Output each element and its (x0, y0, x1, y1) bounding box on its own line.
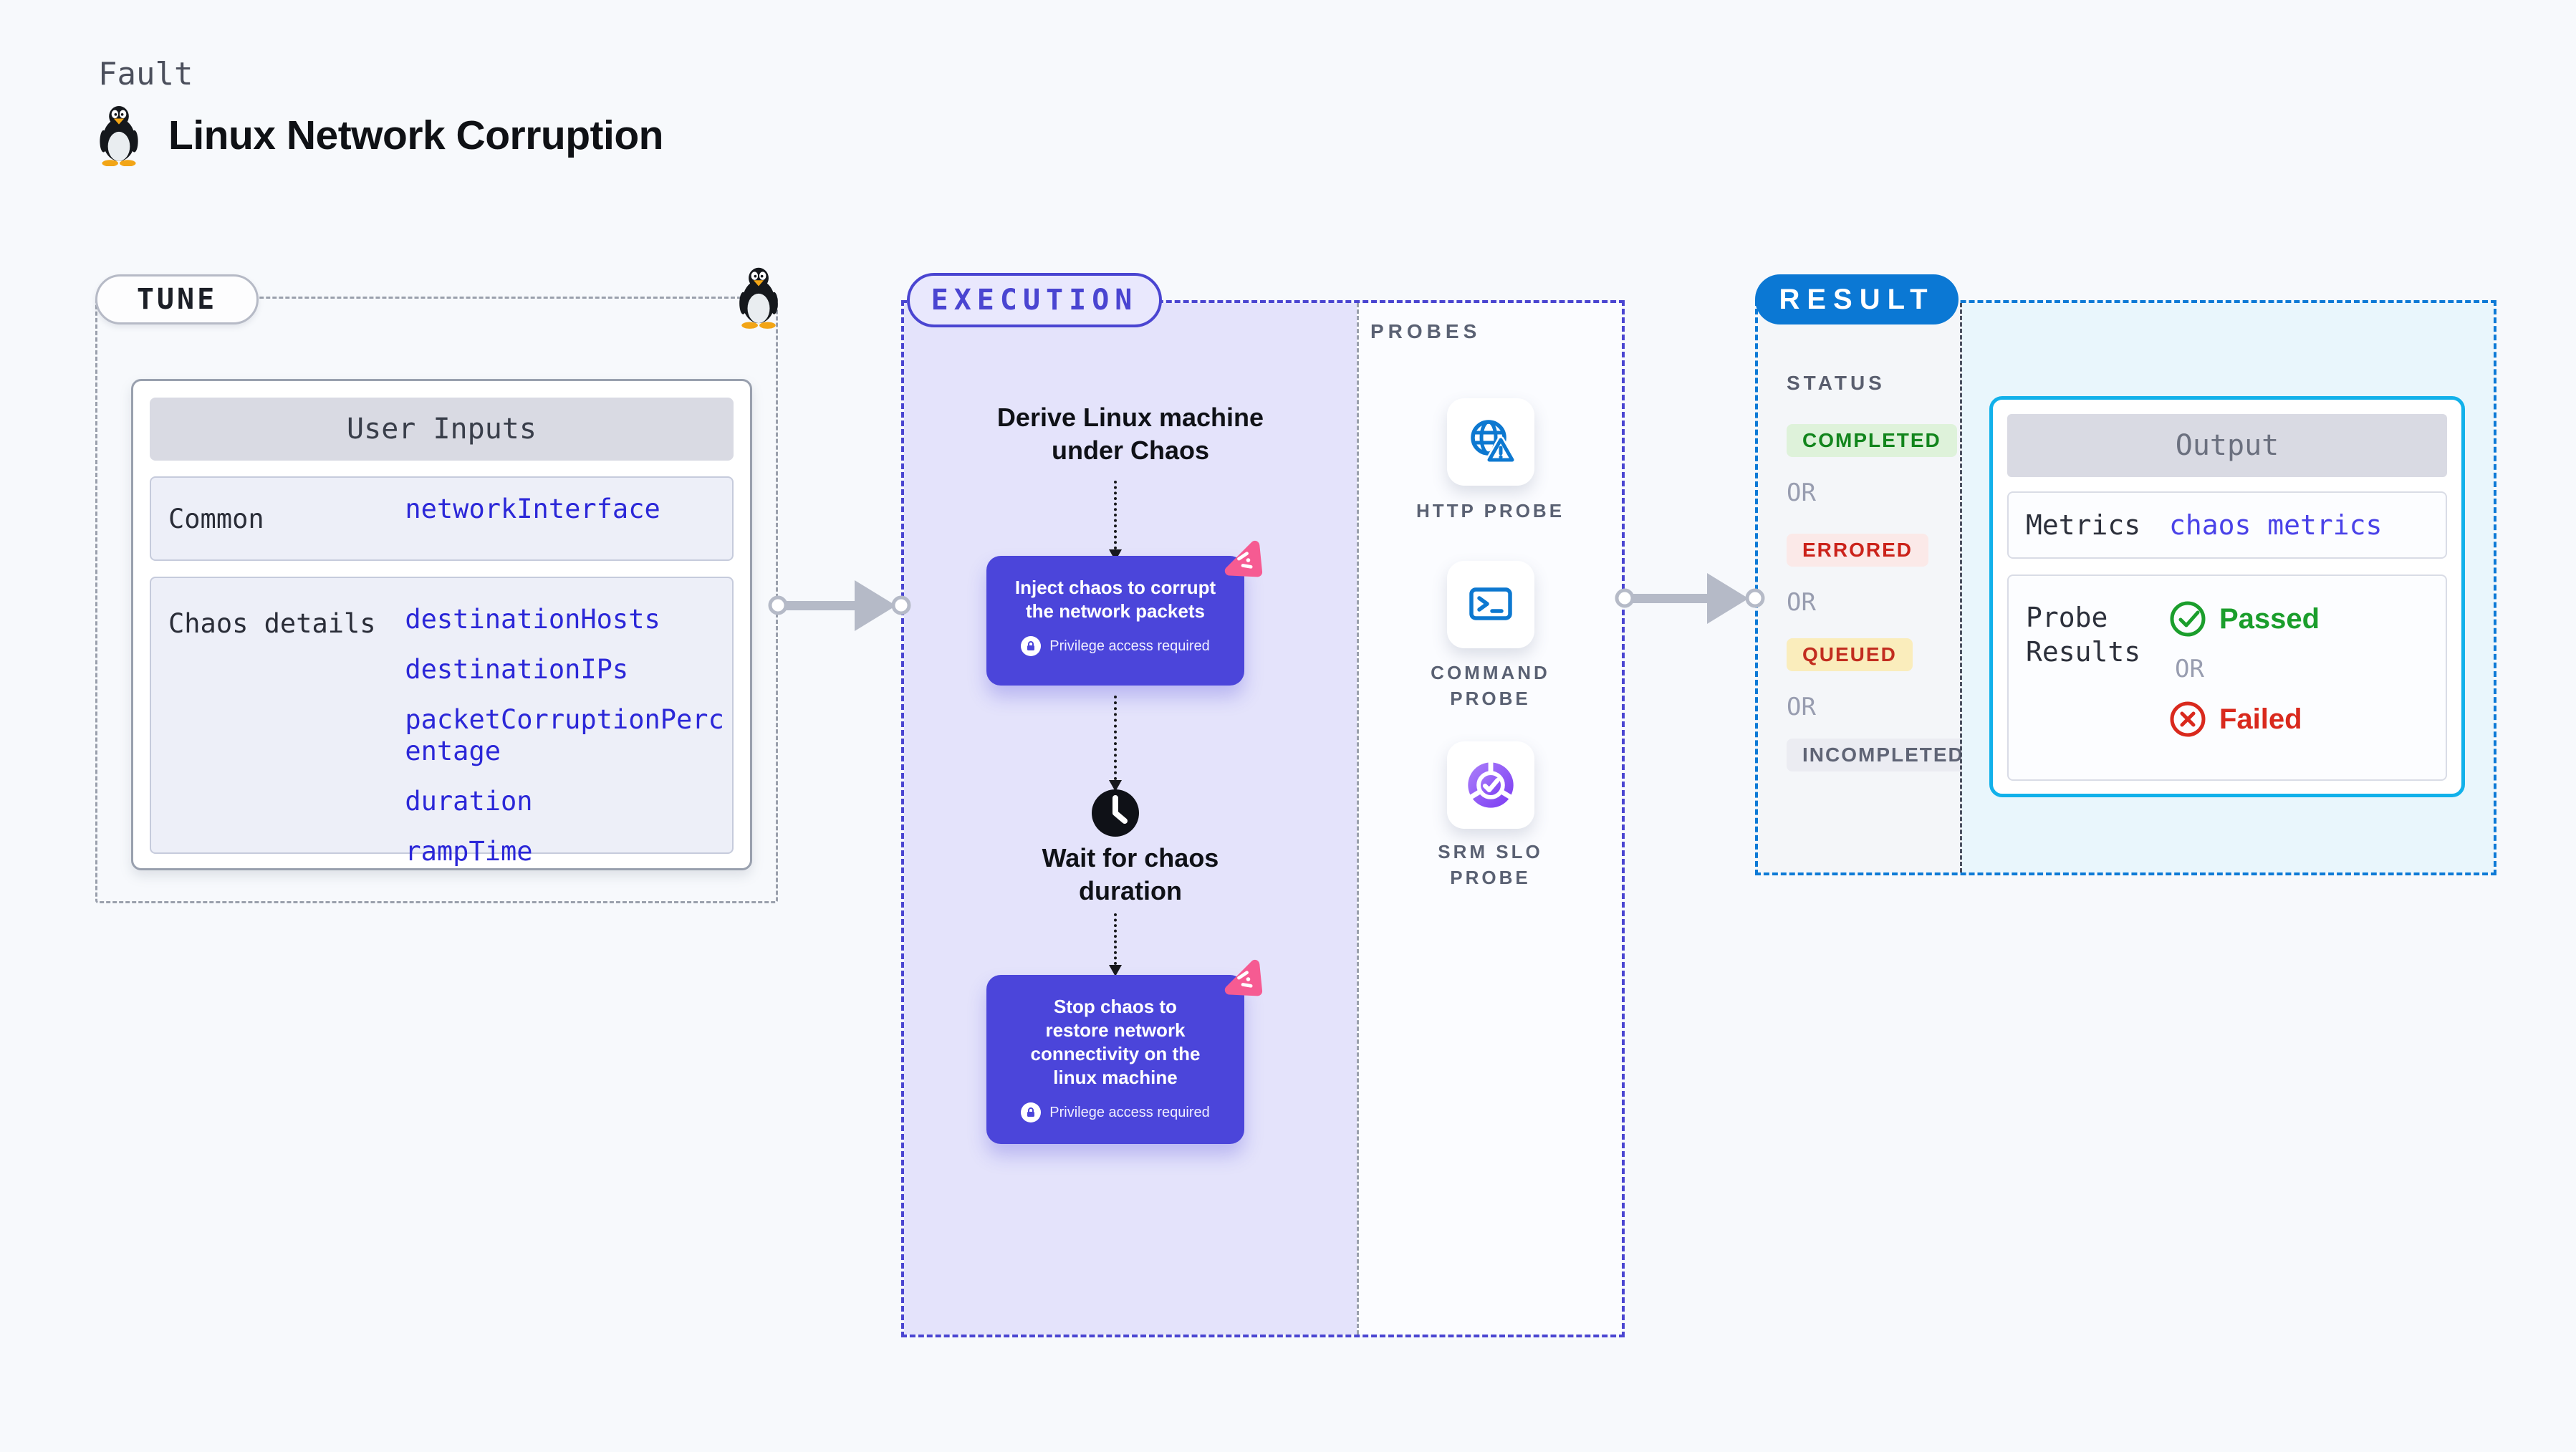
privilege-note-row: Privilege access required (1021, 1102, 1210, 1122)
probe-label: COMMAND PROBE (1431, 662, 1550, 709)
lock-icon (1021, 636, 1042, 656)
inject-step-title: Inject chaos to corrupt the network pack… (1014, 577, 1216, 622)
x-circle-icon (2170, 701, 2206, 737)
probe-label: HTTP PROBE (1416, 500, 1565, 521)
tune-section-badge: TUNE (95, 274, 259, 324)
http-probe-card (1359, 398, 1622, 486)
probe-label: SRM SLO PROBE (1438, 841, 1543, 888)
clock-icon (1090, 788, 1140, 838)
failed-label: Failed (2219, 703, 2302, 735)
srm-slo-probe-card (1359, 741, 1622, 829)
or-separator: OR (1787, 479, 1816, 507)
tune-to-execution-arrow (768, 580, 911, 631)
status-panel: STATUS COMPLETED OR ERRORED OR QUEUED OR… (1758, 303, 1980, 872)
or-separator: OR (1787, 588, 1816, 617)
check-circle-icon (2170, 601, 2206, 637)
stop-chaos-step-card: Stop chaos to restore network connectivi… (986, 959, 1263, 1144)
status-badge-completed: COMPLETED (1787, 424, 1957, 457)
user-input-row-common: Common networkInterface (150, 476, 734, 561)
inject-chaos-step-card: Inject chaos to corrupt the network pack… (986, 540, 1263, 686)
probe-results-label: Probe Results (2026, 602, 2141, 668)
metrics-value: chaos metrics (2169, 509, 2383, 541)
lock-icon (1021, 1102, 1042, 1122)
globe-alert-icon (1470, 420, 1516, 463)
user-input-value: packetCorruptionPercentage (405, 704, 724, 766)
passed-verdict-row: Passed (2169, 600, 2320, 638)
status-badge-queued: QUEUED (1787, 638, 1913, 671)
page-title-row: Linux Network Corruption (95, 105, 663, 166)
or-separator: OR (2175, 655, 2204, 683)
user-input-values: networkInterface (405, 494, 732, 544)
user-inputs-header: User Inputs (150, 398, 734, 461)
failed-verdict-row: Failed (2169, 701, 2302, 738)
result-section-badge: RESULT (1755, 274, 1959, 324)
passed-label: Passed (2219, 602, 2320, 635)
user-input-value: destinationHosts (405, 604, 660, 635)
page-title: Linux Network Corruption (168, 112, 663, 158)
user-input-row-chaos-details: Chaos details destinationHosts destinati… (150, 577, 734, 867)
execution-section: Derive Linux machine under Chaos Inject … (901, 300, 1625, 1337)
privilege-note: Privilege access required (1049, 1104, 1210, 1120)
output-card: Output Metrics chaos metrics Probe Resul… (1989, 396, 2465, 797)
user-input-value: networkInterface (405, 494, 660, 524)
user-input-value: duration (405, 786, 533, 817)
privilege-note: Privilege access required (1049, 638, 1210, 654)
metrics-label: Metrics (2026, 509, 2141, 541)
terminal-icon (1469, 587, 1512, 620)
output-row-metrics: Metrics chaos metrics (2007, 491, 2447, 559)
stop-step-title: Stop chaos to restore network connectivi… (1030, 996, 1201, 1088)
user-input-value: destinationIPs (405, 654, 629, 685)
chaos-logo-icon (1224, 540, 1263, 577)
privilege-note-row: Privilege access required (1021, 636, 1210, 656)
user-input-row-label: Common (168, 503, 264, 534)
probes-heading: PROBES (1370, 320, 1481, 342)
tune-section: User Inputs Common networkInterface Chao… (95, 267, 778, 903)
execution-flow-area: Derive Linux machine under Chaos Inject … (904, 303, 1357, 1335)
status-heading: STATUS (1787, 372, 1885, 394)
fault-eyebrow-label: Fault (98, 56, 193, 92)
probes-panel: PROBES HTTP PROBE (1357, 303, 1622, 1335)
output-row-probe-results: Probe Results Passed OR (2007, 574, 2447, 781)
status-badge-errored: ERRORED (1787, 534, 1929, 567)
execution-to-result-arrow (1615, 573, 1765, 624)
wait-step-label: Wait for chaos duration (1042, 843, 1219, 905)
or-separator: OR (1787, 693, 1816, 721)
user-input-row-label: Chaos details (168, 608, 376, 639)
tux-penguin-icon (100, 106, 138, 166)
user-input-value: rampTime (405, 836, 533, 867)
execution-section-badge: EXECUTION (907, 273, 1162, 327)
user-inputs-card: User Inputs Common networkInterface Chao… (131, 379, 752, 870)
flow-arrow-down-icon (1109, 481, 1122, 561)
derive-step-label: Derive Linux machine under Chaos (996, 403, 1264, 465)
flow-arrow-down-icon (1109, 913, 1122, 976)
status-badge-incompleted: INCOMPLETED (1787, 739, 1980, 771)
output-header: Output (2007, 414, 2447, 477)
flow-arrow-down-icon (1109, 696, 1122, 792)
command-probe-card (1359, 561, 1622, 648)
chaos-logo-icon (1224, 959, 1263, 996)
tux-penguin-icon-small (739, 267, 778, 329)
result-divider (1960, 303, 1962, 872)
result-section: STATUS COMPLETED OR ERRORED OR QUEUED OR… (1755, 300, 2496, 875)
slo-donut-check-icon (1467, 761, 1514, 808)
user-input-values: destinationHosts destinationIPs packetCo… (405, 578, 732, 867)
